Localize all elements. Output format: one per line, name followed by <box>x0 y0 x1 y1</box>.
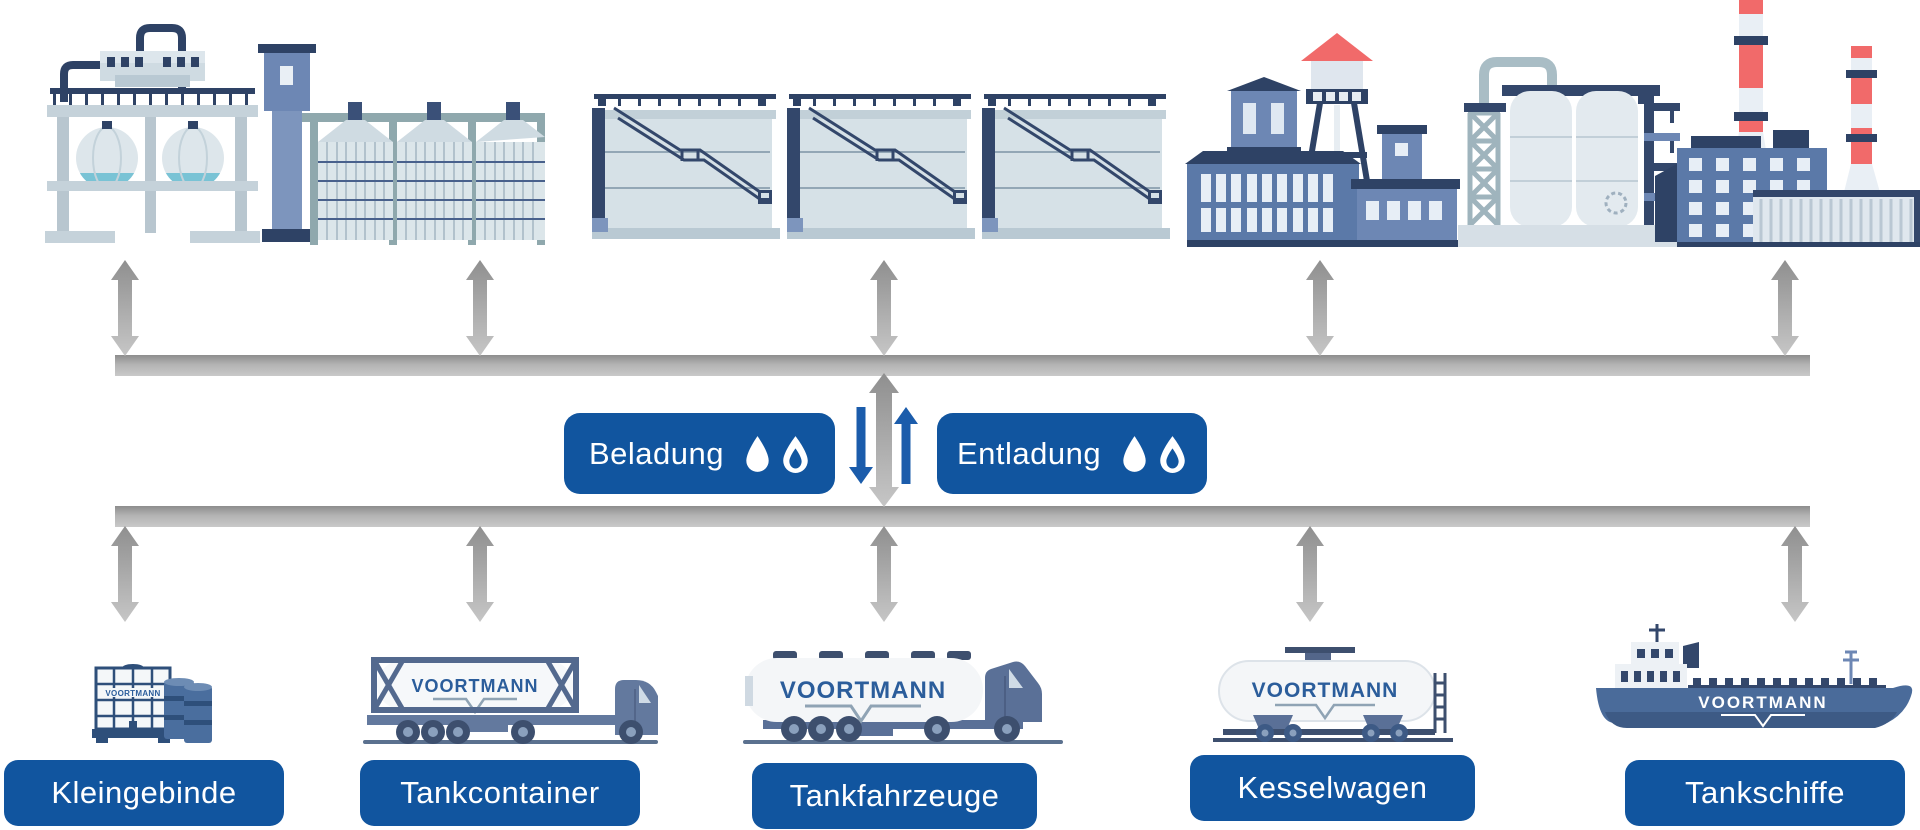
flow-arrow-icon <box>466 260 494 356</box>
transport-label-text: Tankcontainer <box>400 775 600 810</box>
unloading-label: Entladung <box>937 413 1207 494</box>
sphere-tank-plant-icon <box>45 24 260 243</box>
svg-text:VOORTMANN: VOORTMANN <box>780 677 946 704</box>
storage-tanks-icon <box>592 94 1170 239</box>
transport-label-text: Tankschiffe <box>1684 775 1845 810</box>
svg-text:VOORTMANN: VOORTMANN <box>1698 693 1827 712</box>
flow-arrow-icon <box>1781 526 1809 622</box>
flow-arrow-icon <box>1296 526 1324 622</box>
svg-text:VOORTMANN: VOORTMANN <box>412 676 539 696</box>
tank-truck-icon: VOORTMANN <box>743 651 1063 744</box>
transport-label-text: Kleingebinde <box>51 775 237 810</box>
unloading-label-text: Entladung <box>956 435 1102 471</box>
flow-arrow-icon <box>111 260 139 356</box>
tanker-ship-icon: VOORTMANN <box>1596 624 1913 728</box>
droplet-icon <box>1123 435 1146 472</box>
svg-text:VOORTMANN: VOORTMANN <box>1252 679 1399 702</box>
lower-flow-bar <box>115 506 1810 527</box>
unloading-arrow-icon <box>894 407 918 484</box>
flow-arrow-icon <box>1771 260 1799 356</box>
transport-label-kleingebinde: Kleingebinde <box>4 760 284 826</box>
flow-arrow-icon <box>466 526 494 622</box>
central-flow-arrow-icon <box>869 373 899 507</box>
loading-arrow-icon <box>849 407 873 484</box>
factory-water-tower-icon <box>1185 33 1460 247</box>
droplet-icon <box>746 435 769 472</box>
transport-label-kesselwagen: Kesselwagen <box>1190 755 1475 821</box>
power-plant-icon <box>1655 0 1920 247</box>
transport-label-tankschiffe: Tankschiffe <box>1625 760 1905 826</box>
flow-arrow-icon <box>111 526 139 622</box>
process-columns-icon <box>1458 57 1686 247</box>
flow-arrow-icon <box>1306 260 1334 356</box>
transport-label-text: Tankfahrzeuge <box>789 778 1000 813</box>
transport-label-tankfahrzeuge: Tankfahrzeuge <box>752 763 1037 829</box>
svg-text:VOORTMANN: VOORTMANN <box>105 689 160 698</box>
transport-label-text: Kesselwagen <box>1237 770 1428 805</box>
ibc-drums-icon: VOORTMANN <box>92 664 212 743</box>
flow-arrow-icon <box>870 260 898 356</box>
silos-icon <box>258 44 545 245</box>
loading-label-text: Beladung <box>588 435 724 471</box>
tank-container-truck-icon: VOORTMANN <box>363 657 658 744</box>
transport-label-tankcontainer: Tankcontainer <box>360 760 640 826</box>
flow-arrow-icon <box>870 526 898 622</box>
upper-flow-bar <box>115 355 1810 376</box>
flame-icon <box>783 435 808 473</box>
flame-icon <box>1160 435 1185 473</box>
loading-label: Beladung <box>564 413 835 494</box>
rail-tank-car-icon: VOORTMANN <box>1213 647 1453 742</box>
